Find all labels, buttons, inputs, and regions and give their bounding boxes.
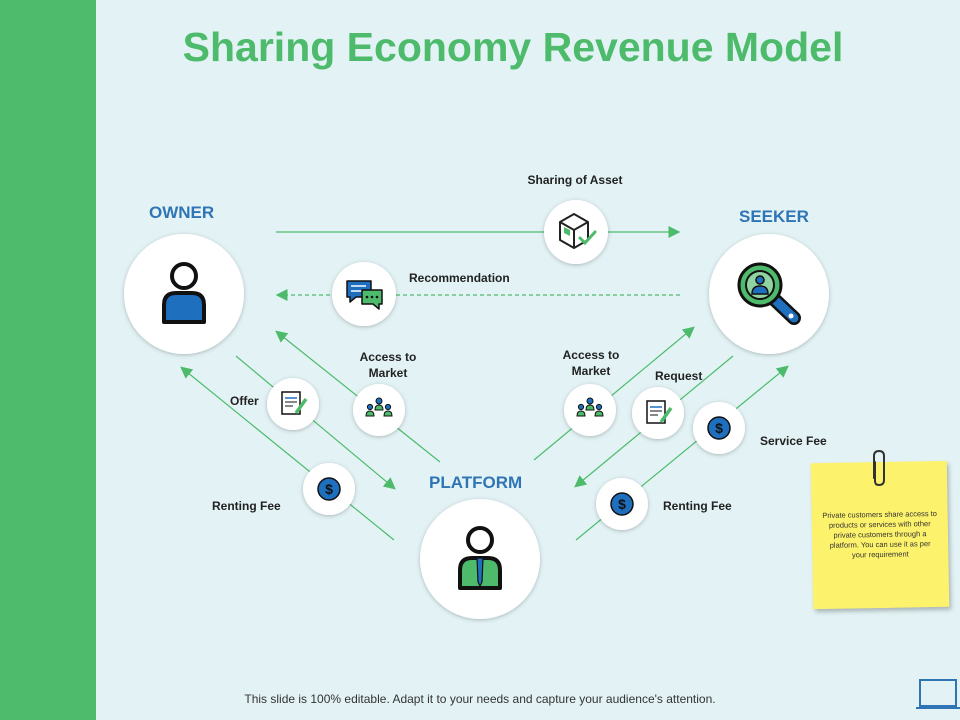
network-icon: [576, 397, 604, 417]
document-edit-icon: [281, 391, 308, 415]
service-fee-label: Service Fee: [760, 434, 827, 448]
owner-title: OWNER: [149, 203, 215, 222]
renting-fee-right-circle: $: [596, 478, 648, 530]
box-check-icon: [559, 213, 597, 249]
seeker-title: SEEKER: [739, 207, 809, 226]
document-edit-icon: [646, 400, 673, 424]
sticky-note-text: Private customers share access to produc…: [822, 509, 938, 560]
renting-fee-right-label: Renting Fee: [663, 499, 732, 513]
access-market-right-line2: Market: [571, 364, 611, 378]
access-market-right-circle: [564, 384, 616, 436]
network-icon: [365, 397, 393, 417]
recommendation-label: Recommendation: [409, 271, 510, 285]
request-label: Request: [655, 369, 703, 383]
access-market-left-line2: Market: [368, 366, 408, 380]
owner-node: [124, 234, 244, 354]
sharing-of-asset-label: Sharing of Asset: [527, 173, 623, 187]
sharing-asset-circle: [544, 200, 608, 264]
paperclip-icon: [873, 449, 885, 487]
search-user-icon: [737, 262, 801, 325]
page-title: Sharing Economy Revenue Model: [182, 24, 844, 70]
footer-note: This slide is 100% editable. Adapt it to…: [244, 692, 716, 706]
arrow-access-market-right: [533, 326, 695, 461]
seeker-node: [709, 234, 829, 354]
recommendation-circle: [332, 262, 396, 326]
sidebar-band: [0, 0, 96, 720]
service-fee-circle: $: [693, 402, 745, 454]
svg-text:$: $: [325, 481, 333, 497]
access-market-left-line1: Access to: [359, 350, 417, 364]
access-market-right-line1: Access to: [562, 348, 620, 362]
dollar-icon: $: [317, 477, 341, 501]
screen-icon: [916, 679, 960, 709]
chat-icon: [346, 280, 383, 310]
access-market-left-label: Access to Market: [343, 349, 433, 381]
renting-fee-left-label: Renting Fee: [212, 499, 281, 513]
dollar-icon: $: [610, 492, 634, 516]
arrow-offer: [235, 355, 396, 490]
offer-label: Offer: [230, 394, 259, 408]
request-circle: [632, 387, 684, 439]
platform-node: [420, 499, 540, 619]
renting-fee-left-circle: $: [303, 463, 355, 515]
arrow-renting-fee-left: [180, 366, 395, 541]
user-icon: [162, 262, 206, 324]
platform-title: PLATFORM: [429, 473, 523, 492]
offer-circle: [267, 378, 319, 430]
access-market-left-circle: [353, 384, 405, 436]
dollar-icon: $: [707, 416, 731, 440]
svg-text:$: $: [618, 496, 626, 512]
svg-text:$: $: [715, 420, 723, 436]
access-market-right-label: Access to Market: [546, 347, 636, 379]
employee-icon: [458, 526, 502, 590]
